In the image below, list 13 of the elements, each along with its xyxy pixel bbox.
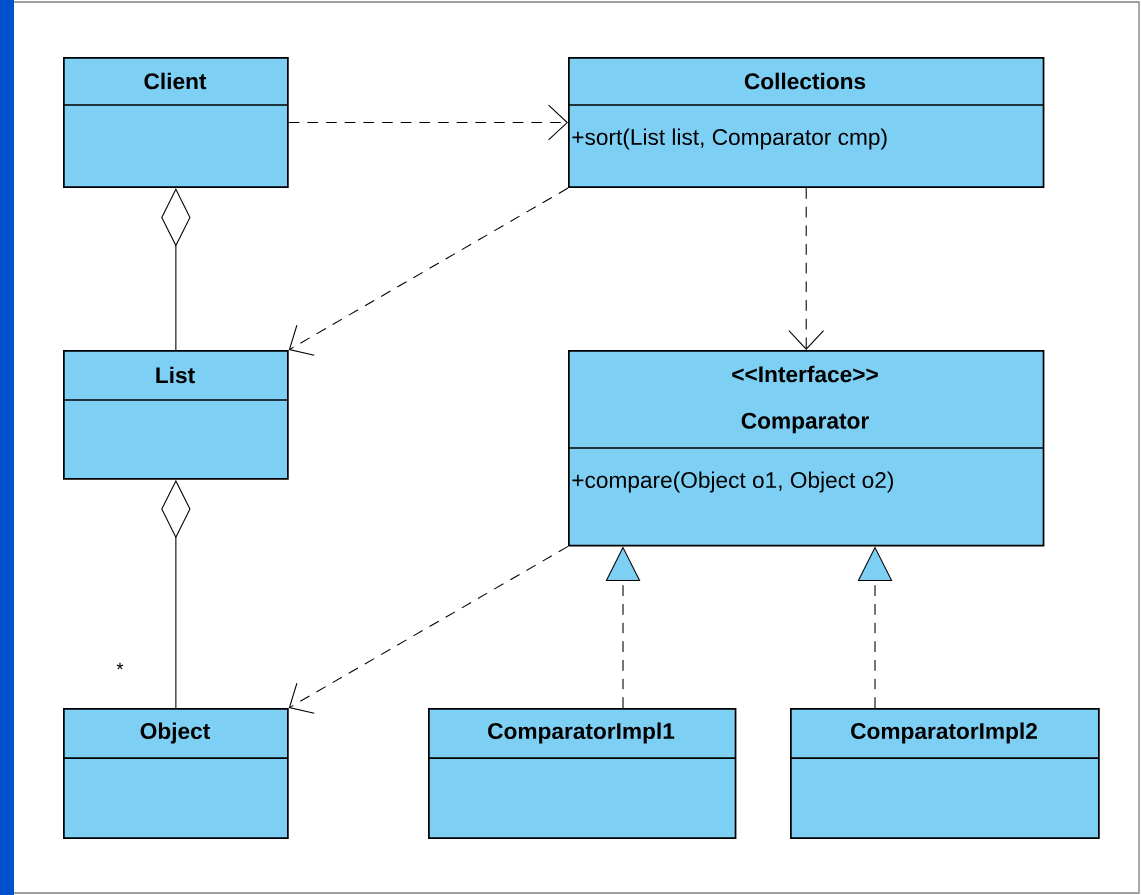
connector <box>161 188 191 351</box>
connector <box>788 187 825 350</box>
class-box: ComparatorImpl2 <box>789 708 1100 840</box>
multiplicity-label: * <box>116 662 124 670</box>
class-box: ComparatorImpl1 <box>427 708 737 840</box>
connector <box>288 104 568 141</box>
class-box: Object <box>62 708 289 840</box>
class-box: Collections +sort(List list, Comparator cmp) <box>567 57 1045 189</box>
class-box: List <box>62 350 289 480</box>
class-box: Client <box>62 57 289 189</box>
connector <box>288 187 569 356</box>
connector <box>288 545 569 714</box>
class-box: <<Interface>> Comparator +compare(Object o1, Object o2) <box>567 350 1045 547</box>
